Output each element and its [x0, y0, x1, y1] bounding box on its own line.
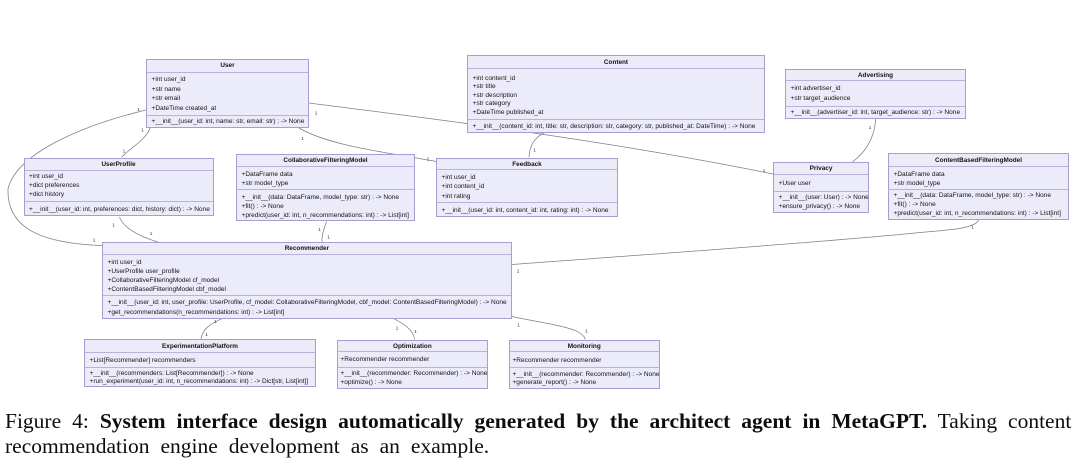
svg-text:1: 1	[93, 238, 96, 243]
svg-text:1: 1	[517, 323, 520, 328]
svg-text:1: 1	[763, 168, 766, 173]
svg-text:1: 1	[427, 157, 430, 162]
svg-text:1: 1	[112, 223, 115, 228]
svg-text:1: 1	[123, 149, 126, 154]
svg-text:1: 1	[533, 148, 536, 153]
svg-text:1: 1	[318, 227, 321, 232]
svg-text:1: 1	[205, 332, 208, 337]
svg-text:1: 1	[971, 225, 974, 230]
svg-text:1: 1	[137, 107, 140, 112]
svg-text:1: 1	[301, 136, 304, 141]
svg-text:1: 1	[214, 319, 217, 324]
svg-text:1: 1	[585, 329, 588, 334]
svg-text:1: 1	[315, 111, 318, 116]
svg-text:1: 1	[396, 326, 399, 331]
svg-text:1: 1	[517, 269, 520, 274]
svg-text:1: 1	[150, 231, 153, 236]
svg-text:1: 1	[327, 235, 330, 240]
svg-text:1: 1	[869, 125, 872, 130]
svg-text:1: 1	[414, 329, 417, 334]
svg-text:1: 1	[141, 128, 144, 133]
